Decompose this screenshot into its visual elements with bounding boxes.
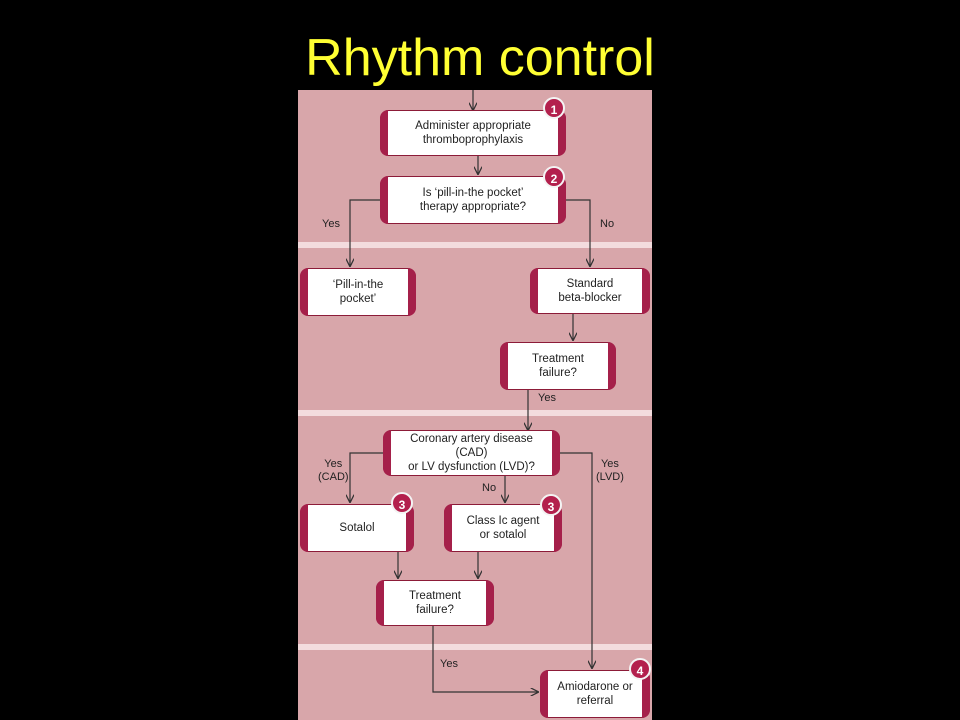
node-text: therapy appropriate? bbox=[419, 201, 527, 213]
connector-failure2-yes bbox=[432, 626, 538, 692]
step-badge-2: 2 bbox=[543, 166, 565, 188]
section-divider bbox=[298, 410, 652, 416]
node-amiodarone: Amiodarone or referral bbox=[540, 670, 650, 718]
node-beta-blocker: Standard beta-blocker bbox=[530, 268, 650, 314]
node-treatment-failure-2: Treatment failure? bbox=[376, 580, 494, 626]
edge-label-pill-no: No bbox=[600, 218, 615, 230]
edge-label-failure2-yes: Yes bbox=[440, 658, 458, 670]
node-text: beta-blocker bbox=[558, 292, 622, 304]
node-text: failure? bbox=[539, 367, 577, 379]
flowchart-panel: Administer appropriate thromboprophylaxi… bbox=[298, 90, 652, 720]
node-text: Coronary artery disease (CAD) bbox=[410, 433, 533, 459]
node-text: failure? bbox=[416, 604, 454, 616]
label-text: Yes bbox=[600, 458, 619, 470]
label-text: Yes bbox=[324, 458, 343, 470]
step-badge-1: 1 bbox=[543, 97, 565, 119]
node-text: Treatment bbox=[409, 590, 461, 602]
node-text: thromboprophylaxis bbox=[422, 134, 524, 146]
label-text: (LVD) bbox=[596, 471, 624, 483]
node-cad-lvd-question: Coronary artery disease (CAD) or LV dysf… bbox=[383, 430, 560, 476]
edge-label-lvd-yes: Yes (LVD) bbox=[596, 458, 624, 484]
edge-label-cad-no: No bbox=[482, 482, 497, 494]
node-text: pocket’ bbox=[339, 293, 377, 305]
node-text: Amiodarone or bbox=[557, 681, 633, 693]
node-sotalol: Sotalol bbox=[300, 504, 414, 552]
connector-pill-no bbox=[566, 199, 590, 266]
node-text: Sotalol bbox=[339, 522, 375, 534]
node-thromboprophylaxis: Administer appropriate thromboprophylaxi… bbox=[380, 110, 566, 156]
node-pill-in-pocket: ‘Pill-in-the pocket’ bbox=[300, 268, 416, 316]
node-pill-question: Is ‘pill-in-the pocket’ therapy appropri… bbox=[380, 176, 566, 224]
flowchart-connectors bbox=[298, 90, 652, 720]
node-text: Administer appropriate bbox=[415, 120, 531, 132]
slide-title: Rhythm control bbox=[305, 29, 655, 87]
edge-label-pill-yes: Yes bbox=[322, 218, 340, 230]
connector-lvd-yes bbox=[560, 452, 592, 668]
label-text: (CAD) bbox=[318, 471, 349, 483]
node-text: or sotalol bbox=[479, 529, 527, 541]
connector-cad-yes bbox=[350, 452, 383, 502]
node-text: referral bbox=[576, 695, 614, 707]
connector-pill-yes bbox=[350, 199, 380, 266]
node-text: Standard bbox=[566, 278, 614, 290]
section-divider bbox=[298, 242, 652, 248]
node-treatment-failure-1: Treatment failure? bbox=[500, 342, 616, 390]
node-text: Class Ic agent bbox=[466, 515, 540, 527]
step-badge-4: 4 bbox=[629, 658, 651, 680]
node-text: ‘Pill-in-the bbox=[332, 279, 384, 291]
section-divider bbox=[298, 644, 652, 650]
node-text: Is ‘pill-in-the pocket’ bbox=[422, 187, 524, 199]
edge-label-failure1-yes: Yes bbox=[538, 392, 556, 404]
edge-label-cad-yes: Yes (CAD) bbox=[318, 458, 349, 484]
step-badge-3: 3 bbox=[540, 494, 562, 516]
node-text: or LV dysfunction (LVD)? bbox=[408, 461, 535, 473]
node-text: Treatment bbox=[532, 353, 584, 365]
step-badge-3: 3 bbox=[391, 492, 413, 514]
